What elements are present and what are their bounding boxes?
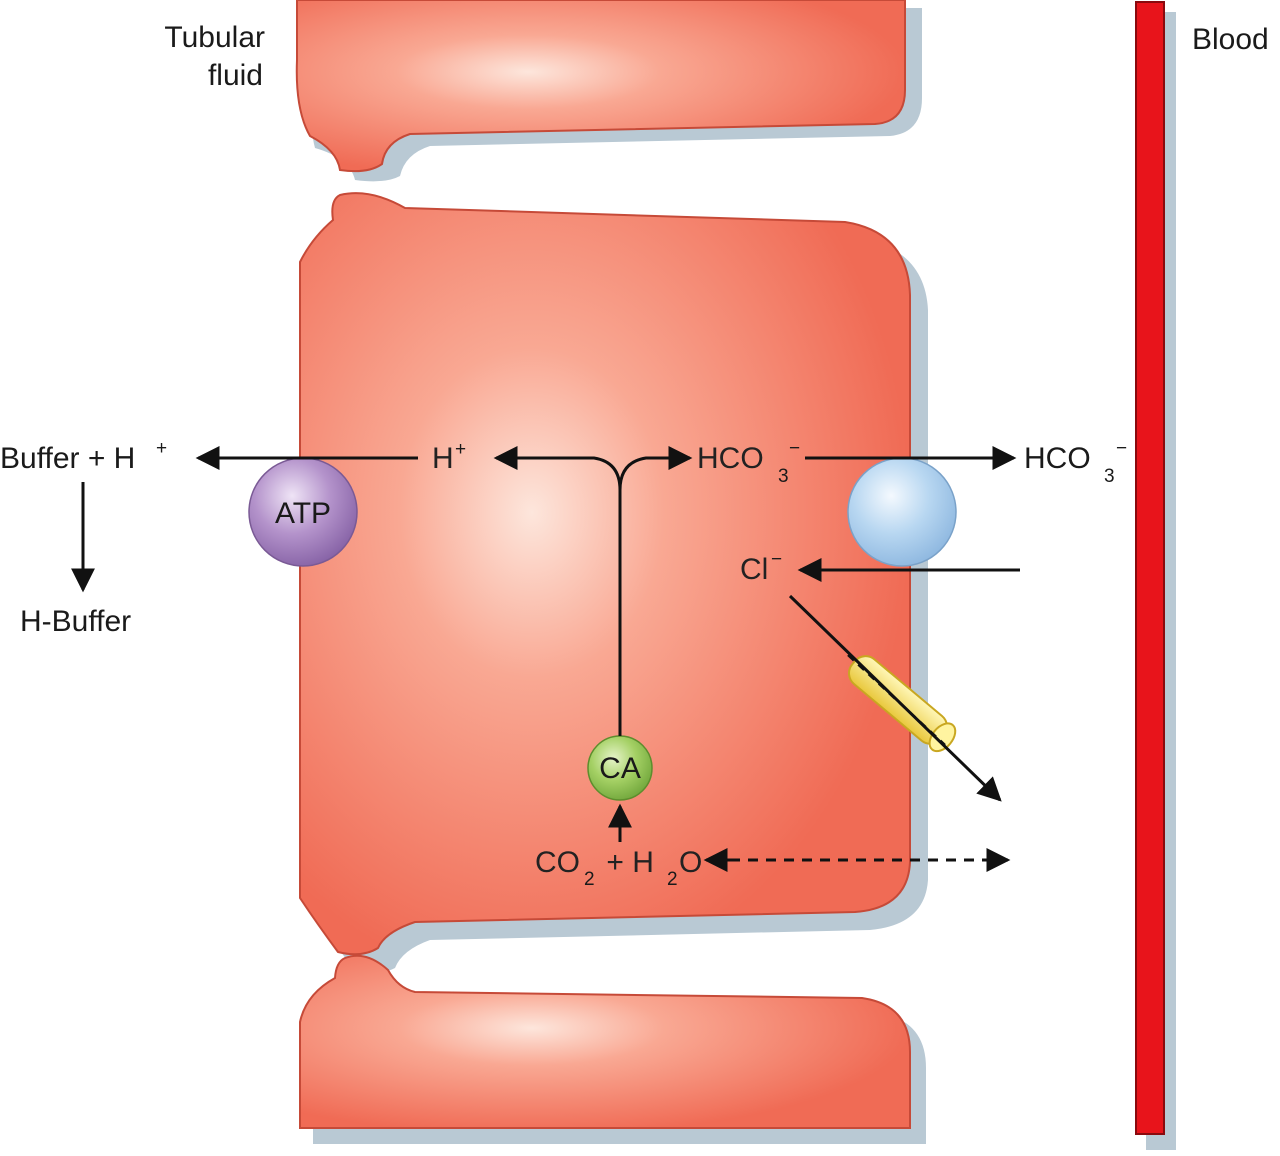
hco3-blood-label: HCO 3 − <box>1024 438 1127 487</box>
h2o-o-text: O <box>679 846 702 879</box>
hco3-blood-sub: 3 <box>1104 466 1115 487</box>
ca-label: CA <box>599 752 641 785</box>
co2-text: CO <box>535 846 580 879</box>
hco3-cell-sup: − <box>789 438 800 459</box>
buffer-h-superscript: + <box>156 438 167 459</box>
buffer-h-text: Buffer + H <box>0 442 135 475</box>
blood-vessel <box>1135 1 1176 1150</box>
tubular-fluid-label-line1: Tubular <box>164 21 265 54</box>
h2o-sub: 2 <box>667 869 678 890</box>
carbonic-anhydrase: CA <box>587 735 653 801</box>
blood-label: Blood <box>1192 23 1269 56</box>
top-cell <box>295 0 922 182</box>
co2-sub: 2 <box>584 869 595 890</box>
h-plus-text: H <box>432 442 454 475</box>
hco3-cell-label: HCO 3 − <box>697 438 800 487</box>
atp-pump: ATP <box>248 457 358 567</box>
hco3-cell-sub: 3 <box>778 466 789 487</box>
tubular-fluid-label-line2: fluid <box>208 59 263 92</box>
co2-h2o-label: CO 2 + H 2 O <box>535 846 702 890</box>
bottom-cell <box>299 954 926 1144</box>
ca-split-path-right <box>618 446 693 491</box>
h-buffer-label: H-Buffer <box>20 605 131 638</box>
hco3-blood-sup: − <box>1116 438 1127 459</box>
hco3-cell-text: HCO <box>697 442 764 475</box>
hco3-cl-exchanger <box>847 457 957 567</box>
cl-label: Cl − <box>740 549 782 586</box>
buffer-h-label: Buffer + H + <box>0 438 167 475</box>
cl-text: Cl <box>740 553 768 586</box>
hco3-blood-text: HCO <box>1024 442 1091 475</box>
cl-sup: − <box>771 549 782 570</box>
plus-h-text: + H <box>598 846 654 879</box>
h-plus-superscript: + <box>455 439 466 460</box>
atp-label: ATP <box>275 497 331 530</box>
h-plus-label: H + <box>432 439 466 475</box>
